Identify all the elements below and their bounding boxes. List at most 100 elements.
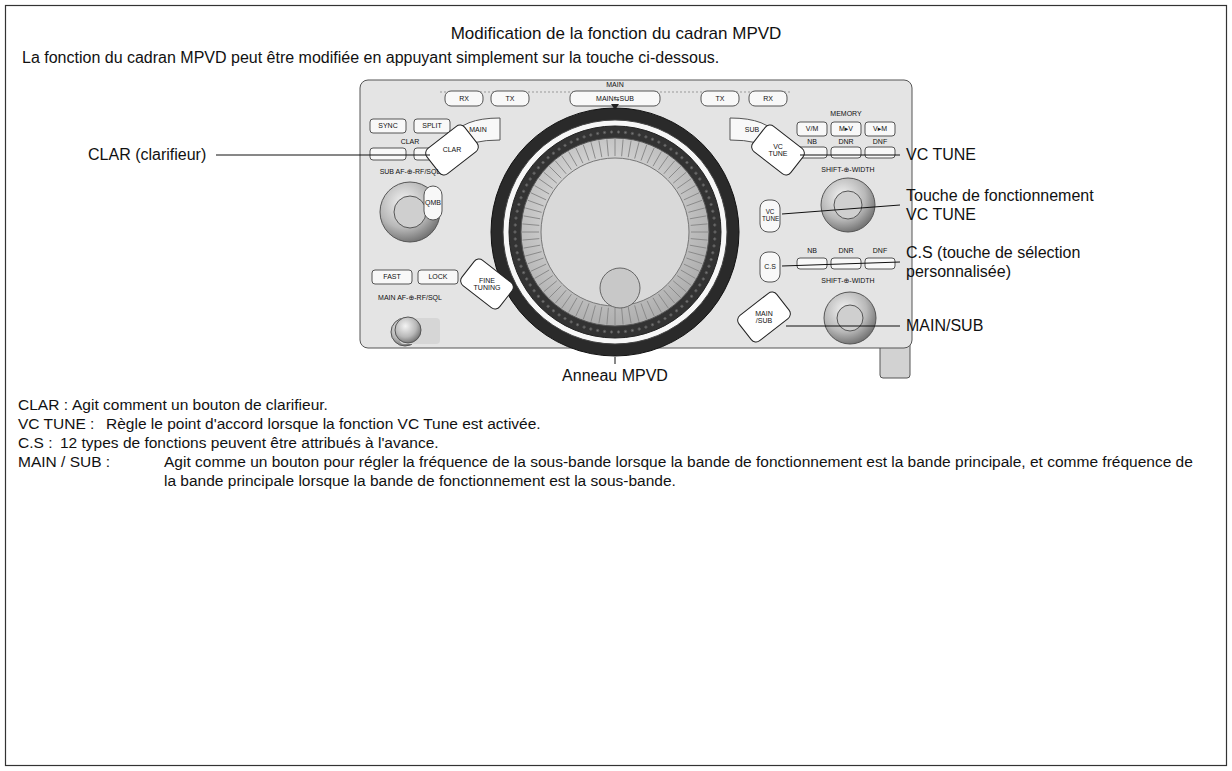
title: Modification de la fonction du cadran MP…: [451, 24, 782, 43]
dial-knurl: [607, 139, 608, 156]
ring-texture: [638, 328, 640, 330]
button-label-box: SUB: [745, 126, 759, 133]
dial-knurl: [686, 258, 702, 264]
dial-knurl: [635, 305, 639, 321]
panel-label-box: NB: [807, 247, 817, 254]
callout-label-box: Anneau MPVD: [562, 366, 668, 385]
button-label-box: MAIN⇆SUB: [596, 95, 634, 102]
panel-label: DNR: [838, 138, 853, 145]
ring-texture: [537, 295, 539, 297]
panel-label: SHIFT-⊕-WIDTH: [821, 166, 874, 173]
definition-term-box: MAIN / SUB :: [18, 453, 158, 472]
ring-texture: [699, 284, 701, 286]
ring-texture: [631, 329, 633, 331]
ring-texture: [690, 295, 692, 297]
dial-knurl: [653, 298, 662, 313]
ring-texture: [645, 326, 647, 328]
dial-knurl: [522, 239, 539, 240]
button-label: QMB: [425, 199, 441, 206]
ring-texture: [590, 328, 592, 330]
ring-texture: [542, 300, 544, 302]
ring-texture: [576, 138, 578, 140]
dial-knurl: [569, 151, 578, 166]
dial-knurl: [562, 156, 572, 170]
ring-texture: [526, 184, 528, 186]
definition-text: Agit comment un bouton de clarifieur.: [72, 396, 328, 413]
dial-knurl: [523, 216, 540, 219]
ring-texture: [702, 184, 704, 186]
ring-texture: [547, 305, 549, 307]
dial-knurl: [562, 294, 572, 308]
dial-knurl: [525, 208, 541, 212]
definition-text: 12 types de fonctions peuvent être attri…: [60, 434, 439, 451]
button-label: SUB: [745, 126, 759, 133]
ring-texture: [533, 172, 535, 174]
ring-texture: [583, 326, 585, 328]
button-label-box: LOCK: [428, 273, 447, 280]
button-label: RX: [459, 95, 469, 102]
panel-label: DNF: [873, 138, 887, 145]
dial-knurl: [664, 290, 675, 303]
ring-texture: [714, 238, 716, 240]
button-label-box: MAIN /SUB: [752, 310, 776, 325]
panel-label: NB: [807, 138, 817, 145]
ring-texture: [712, 252, 714, 254]
panel-label-box: DNF: [873, 138, 887, 145]
button-label: V▸M: [873, 125, 887, 132]
ring-texture: [710, 258, 712, 260]
button-label-box: MAIN: [469, 126, 487, 133]
callout-label: CLAR (clarifieur): [88, 146, 206, 163]
panel-label: CLAR: [401, 138, 420, 145]
dial-knurl: [544, 281, 557, 292]
callout-label-box: C.S (touche de sélection personnalisée): [906, 243, 1106, 281]
dial-knurl: [659, 294, 669, 308]
dial-knurl: [669, 166, 681, 178]
definition-text: Règle le point d'accord lorsque la fonct…: [106, 415, 541, 432]
ring-texture: [686, 161, 688, 163]
ring-texture: [558, 314, 560, 316]
dial-knurl: [522, 232, 539, 233]
ring-texture: [664, 317, 666, 319]
dial-knurl: [523, 245, 540, 248]
dial-knurl: [690, 245, 707, 248]
definition-term-box: VC TUNE :: [18, 415, 108, 434]
panel-label-box: DNR: [838, 247, 853, 254]
ring-texture: [702, 278, 704, 280]
button-label-box: V/M: [806, 125, 818, 132]
dial-knurl: [607, 308, 608, 325]
ring-texture: [617, 331, 619, 333]
callout-label-box: CLAR (clarifieur): [88, 145, 228, 164]
button-label-box: FINE TUNING: [472, 277, 502, 292]
ring-texture: [570, 321, 572, 323]
ring-texture: [645, 136, 647, 138]
button-label: TX: [506, 95, 515, 102]
button-label: MAIN⇆SUB: [596, 95, 634, 102]
button-label: LOCK: [428, 273, 447, 280]
dial-knurl: [583, 145, 589, 161]
ring-texture: [558, 148, 560, 150]
ring-texture: [522, 271, 524, 273]
dial-knurl: [615, 308, 616, 325]
ring-texture: [714, 224, 716, 226]
ring-texture: [699, 178, 701, 180]
button-label: MAIN: [469, 126, 487, 133]
panel-label: DNF: [873, 247, 887, 254]
definition-term: CLAR :: [18, 396, 68, 413]
ring-texture: [518, 258, 520, 260]
button-label: MAIN /SUB: [755, 310, 773, 324]
ring-texture: [570, 141, 572, 143]
dial-knurl: [673, 172, 686, 183]
definition-term-box: CLAR :: [18, 396, 78, 415]
ring-texture: [651, 324, 653, 326]
dial-knurl: [690, 216, 707, 219]
ring-texture: [675, 152, 677, 154]
definition-text-box: Agit comment un bouton de clarifieur.: [72, 396, 1192, 415]
panel-label: NB: [807, 247, 817, 254]
ring-texture: [681, 305, 683, 307]
dial-knurl: [688, 208, 704, 212]
panel-label-box: NB: [807, 138, 817, 145]
ring-texture: [658, 321, 660, 323]
ring-texture: [713, 217, 715, 219]
button-label-box: RX: [763, 95, 773, 102]
ring-texture: [547, 156, 549, 158]
